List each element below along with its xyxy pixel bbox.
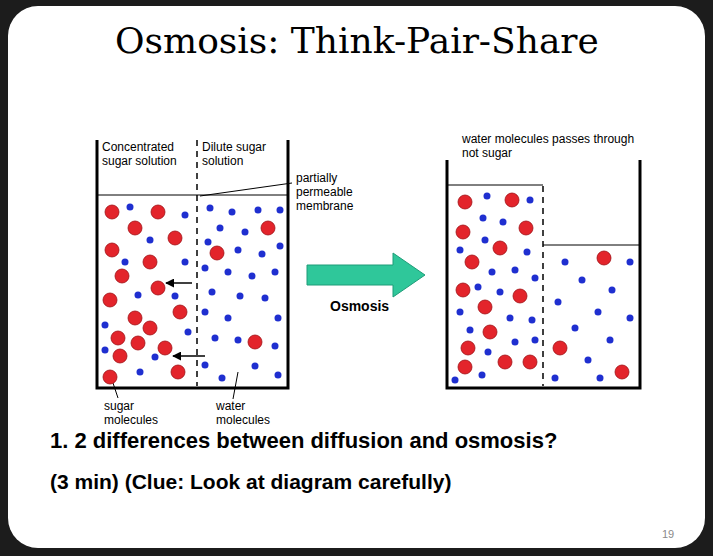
slide-number: 19 <box>662 528 674 541</box>
solution-label: Concentrated sugar solution <box>102 141 194 169</box>
solution-label: Dilute sugar solution <box>202 141 282 169</box>
osmosis-illustration <box>8 6 705 548</box>
slide-title: Osmosis: Think-Pair-Share <box>115 20 599 61</box>
slide-card: Osmosis: Think-Pair-ShareConcentrated su… <box>8 6 705 548</box>
membrane-label: partially permeable membrane <box>296 172 396 213</box>
question-text: 1. 2 differences between diffusion and o… <box>50 428 557 453</box>
molecule-label: water molecules <box>216 400 296 428</box>
molecule-label: sugar molecules <box>104 400 184 428</box>
process-label: Osmosis <box>330 298 389 314</box>
note-label: water molecules passes through not sugar <box>462 133 642 161</box>
clue-text: (3 min) (Clue: Look at diagram carefully… <box>50 470 451 494</box>
